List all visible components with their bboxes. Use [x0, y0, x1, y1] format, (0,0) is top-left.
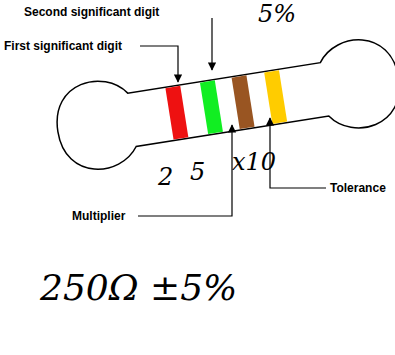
handwritten-note: 5% — [258, 2, 296, 26]
leader-line — [138, 125, 232, 216]
resistor-symbol — [51, 34, 395, 175]
part-label: First significant digit — [4, 40, 122, 52]
leader-line — [140, 46, 178, 82]
handwritten-result: 250Ω ±5% — [40, 270, 237, 306]
handwritten-note: 2 — [158, 165, 173, 189]
handwritten-note: x10 — [232, 150, 276, 174]
part-label: Multiplier — [72, 210, 125, 222]
part-label: Tolerance — [330, 182, 386, 194]
leader-line — [211, 18, 212, 70]
handwritten-note: 5 — [190, 160, 205, 184]
leader-line — [270, 118, 326, 188]
part-label: Second significant digit — [24, 6, 159, 18]
